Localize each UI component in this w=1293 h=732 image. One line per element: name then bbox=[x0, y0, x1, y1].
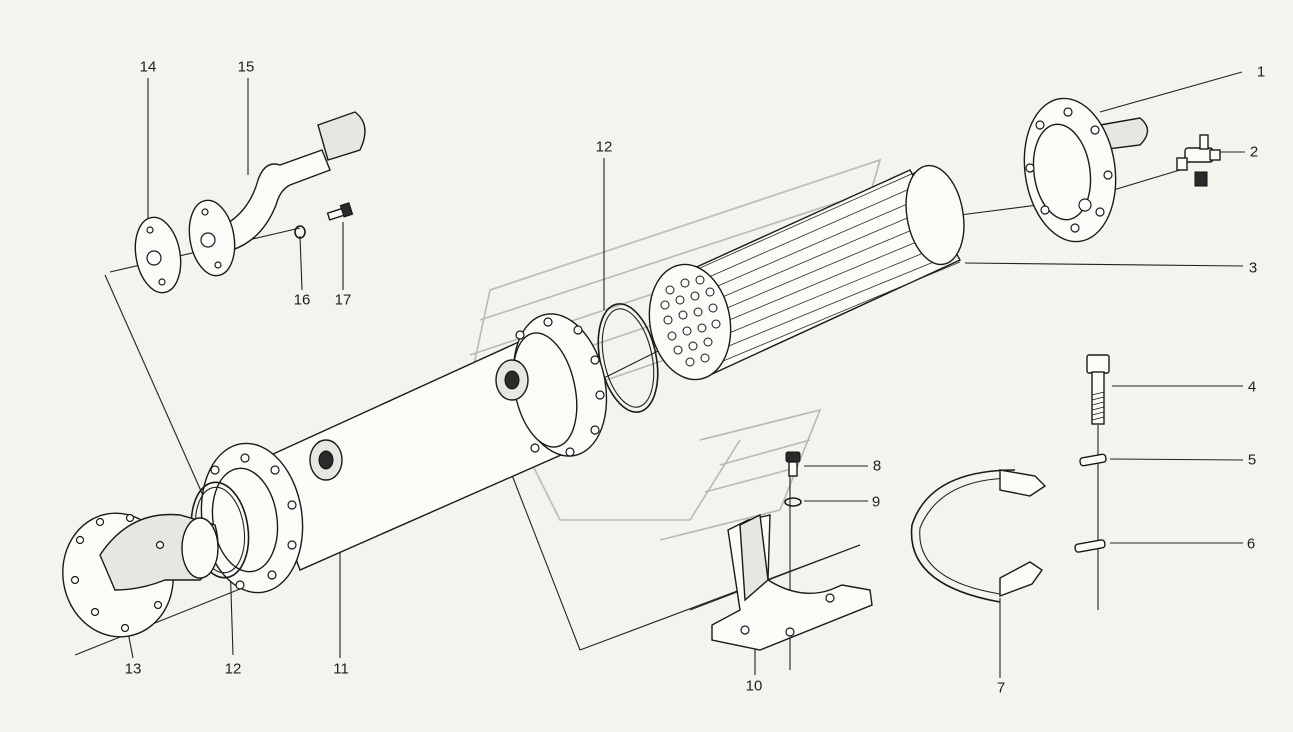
callout-2: 2 bbox=[1249, 143, 1259, 161]
callout-1: 1 bbox=[1256, 63, 1266, 81]
callout-12-bottom: 12 bbox=[224, 660, 242, 678]
callout-14: 14 bbox=[139, 58, 157, 76]
callout-16: 16 bbox=[293, 291, 311, 309]
callout-12-top: 12 bbox=[595, 138, 613, 156]
part-shell-body bbox=[200, 313, 608, 594]
part-drain-valve bbox=[1176, 134, 1221, 187]
part-elbow-cover bbox=[62, 512, 219, 638]
part-end-cover bbox=[1023, 97, 1149, 243]
leader-lines bbox=[74, 71, 1245, 678]
callout-10: 10 bbox=[745, 677, 763, 695]
callout-15: 15 bbox=[237, 58, 255, 76]
callout-9: 9 bbox=[871, 493, 881, 511]
part-clamp-band bbox=[910, 469, 1047, 603]
part-screw-and-washer bbox=[784, 451, 802, 507]
callout-11: 11 bbox=[333, 660, 349, 678]
callout-13: 13 bbox=[124, 660, 142, 678]
part-bolt-and-pins bbox=[1074, 354, 1110, 553]
callout-6: 6 bbox=[1246, 535, 1256, 553]
callout-8: 8 bbox=[872, 457, 882, 475]
part-pipe-assembly bbox=[134, 111, 366, 294]
callout-17: 17 bbox=[334, 291, 352, 309]
callout-3: 3 bbox=[1248, 259, 1258, 277]
part-tube-bundle bbox=[648, 164, 965, 381]
callout-4: 4 bbox=[1247, 378, 1257, 396]
callout-7: 7 bbox=[996, 679, 1006, 697]
callout-5: 5 bbox=[1247, 451, 1257, 469]
part-support-saddle bbox=[711, 513, 873, 651]
part-small-fasteners bbox=[294, 202, 354, 239]
